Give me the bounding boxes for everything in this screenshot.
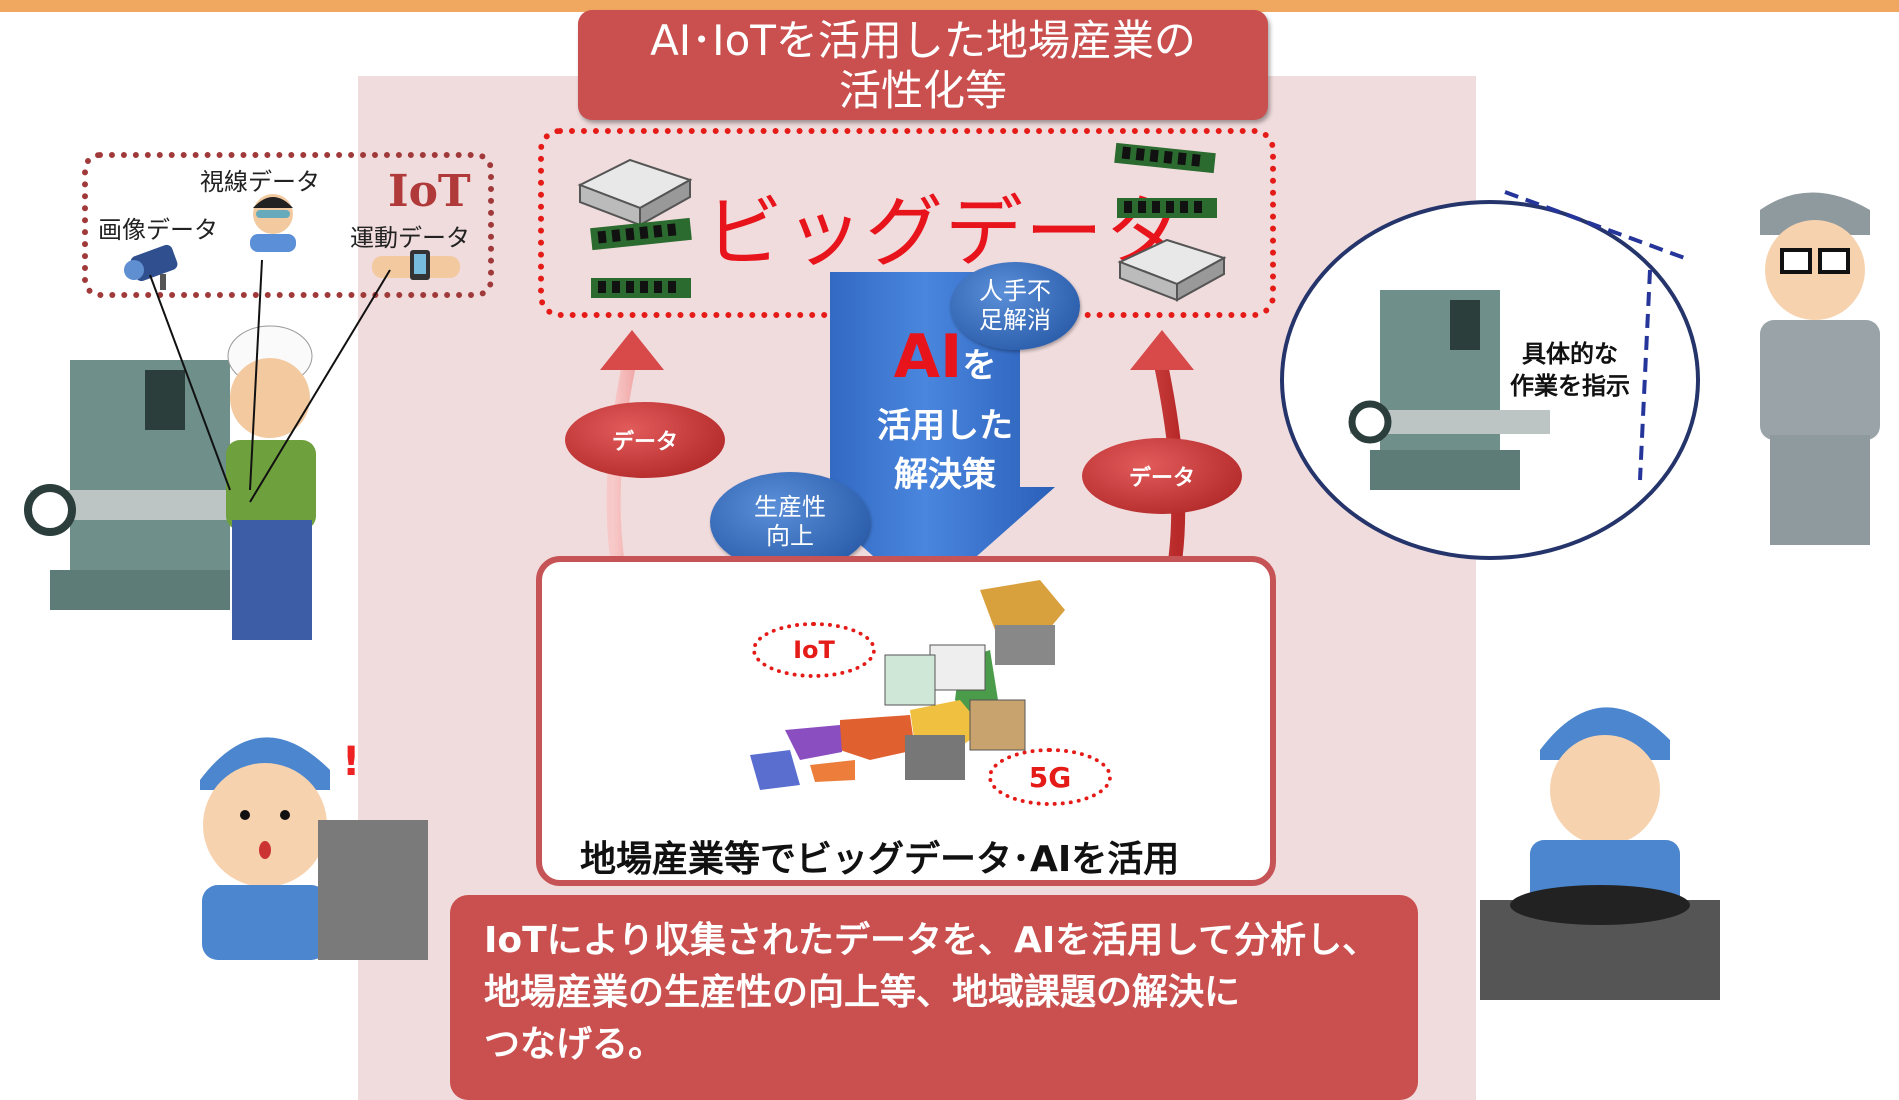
- labor-shortage-bubble: 人手不足解消: [950, 262, 1080, 350]
- productivity-bubble: 生産性向上: [710, 472, 870, 572]
- worker-glasses-icon: [1760, 192, 1880, 545]
- data-label-left: データ: [565, 402, 725, 478]
- worker-repair-icon: [1480, 707, 1720, 1000]
- worker-left-icon: [226, 325, 316, 640]
- map-5g-badge: 5G: [988, 748, 1112, 806]
- zoom-lines: [1504, 190, 1691, 481]
- ai-line-2: 活用した: [877, 406, 1013, 446]
- eye-tracking-user-icon: [250, 194, 296, 252]
- map-iot-badge: IoT: [752, 622, 876, 678]
- machine-tool-left-icon: [24, 360, 250, 610]
- image-data-label: 画像データ: [98, 216, 218, 244]
- summary-line-1: IoTにより収集されたデータを、AIを活用して分析し、: [484, 920, 1379, 961]
- labor-line-2: 足解消: [979, 306, 1051, 334]
- worker-surprised-icon: !: [200, 737, 428, 960]
- labor-line-1: 人手不: [979, 277, 1051, 305]
- memory-module-icon-4: [1117, 198, 1217, 218]
- ai-wo: を: [962, 346, 997, 386]
- sensor-connector-lines: [149, 259, 391, 503]
- instruction-line-2: 作業を指示: [1510, 372, 1630, 400]
- title-line-2: 活性化等: [838, 66, 1007, 115]
- ai-word: AI: [893, 322, 963, 392]
- iot-sensor-frame: [82, 152, 494, 298]
- productivity-line-2: 向上: [766, 522, 814, 550]
- memory-module-icon: [590, 217, 692, 251]
- camera-icon: [124, 244, 178, 290]
- japan-map-icon: [750, 580, 1065, 790]
- title-line-1: AI･IoTを活用した地場産業の: [650, 16, 1196, 65]
- data-label-right: データ: [1082, 438, 1242, 514]
- smartwatch-icon: [372, 250, 460, 280]
- instruction-line-1: 具体的な: [1522, 340, 1618, 368]
- iot-label: IoT: [388, 166, 471, 217]
- top-accent-bar: [0, 0, 1899, 12]
- factory-icons: [884, 625, 1055, 780]
- summary-line-3: つなげる。: [484, 1024, 665, 1065]
- machine-tool-right-icon: [1348, 290, 1550, 490]
- svg-text:!: !: [342, 739, 360, 785]
- productivity-line-1: 生産性: [754, 493, 826, 521]
- title-banner: AI･IoTを活用した地場産業の 活性化等: [578, 10, 1268, 120]
- gaze-data-label: 視線データ: [200, 168, 320, 196]
- motion-data-label: 運動データ: [350, 224, 470, 252]
- map-caption: 地場産業等でビッグデータ･AIを活用: [580, 839, 1180, 880]
- memory-module-icon-2: [591, 278, 691, 298]
- ai-solution-arrow: [820, 272, 1055, 602]
- server-box-icon-2: [1117, 238, 1227, 302]
- ai-line-3: 解決策: [894, 455, 996, 495]
- instruction-text: 具体的な 作業を指示: [1510, 338, 1630, 402]
- summary-box: IoTにより収集されたデータを、AIを活用して分析し、 地場産業の生産性の向上等…: [450, 895, 1418, 1100]
- ai-arrow-text: AIを 活用した 解決策: [870, 322, 1020, 496]
- bigdata-label: ビッグデータ: [705, 188, 1186, 278]
- summary-line-2: 地場産業の生産性の向上等、地域課題の解決に: [484, 972, 1241, 1013]
- memory-module-icon-3: [1114, 142, 1216, 174]
